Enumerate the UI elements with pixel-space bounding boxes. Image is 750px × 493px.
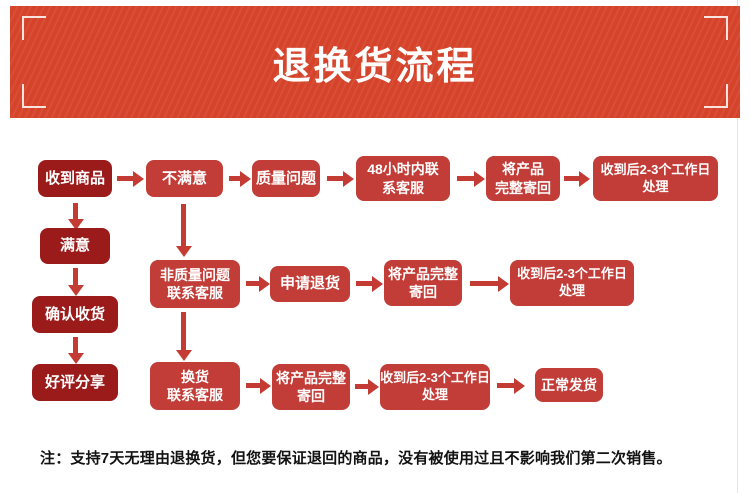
arrow-right-icon: [327, 176, 343, 181]
corner-bracket-top-right-icon: [704, 16, 728, 40]
flow-node-non-quality-contact-service: 非质量问题 联系客服: [150, 260, 240, 308]
corner-bracket-top-left-icon: [22, 16, 46, 40]
arrow-right-icon: [355, 384, 368, 389]
flow-node-confirm-receipt: 确认收货: [32, 296, 118, 333]
arrow-down-icon: [181, 204, 186, 246]
flow-node-processed-2-3-days: 收到后2-3个工作日 处理: [380, 364, 490, 410]
page-right-divider: [737, 0, 738, 493]
footer-note: 注：支持7天无理由退换货，但您要保证退回的商品，没有被使用过且不影响我们第二次销…: [40, 450, 672, 467]
corner-bracket-bottom-left-icon: [22, 84, 46, 108]
flow-node-contact-service-48h: 48小时内联 系客服: [356, 156, 450, 201]
arrow-right-icon: [246, 281, 259, 286]
flow-node-normal-shipping: 正常发货: [535, 368, 603, 402]
arrow-down-icon: [73, 203, 78, 219]
flow-node-return-product-intact: 将产品 完整寄回: [486, 156, 560, 201]
arrow-right-icon: [229, 176, 240, 181]
arrow-down-icon: [181, 312, 186, 350]
arrow-right-icon: [356, 281, 372, 286]
title-banner: 退换货流程: [10, 6, 740, 118]
flow-node-return-product-intact: 将产品完整 寄回: [272, 364, 350, 410]
arrow-down-icon: [73, 337, 78, 353]
arrow-right-icon: [246, 383, 260, 388]
arrow-right-icon: [564, 176, 579, 181]
flow-node-request-return: 申请退货: [270, 266, 350, 302]
flow-node-quality-issue: 质量问题: [252, 160, 320, 197]
arrow-right-icon: [457, 176, 474, 181]
arrow-right-icon: [470, 281, 498, 286]
arrow-right-icon: [117, 176, 133, 181]
flow-node-processed-2-3-days: 收到后2-3个工作日 处理: [510, 260, 634, 306]
flow-node-satisfied: 满意: [40, 228, 110, 264]
flow-node-return-product-intact: 将产品完整 寄回: [384, 260, 462, 306]
arrow-right-icon: [497, 383, 514, 388]
corner-bracket-bottom-right-icon: [704, 84, 728, 108]
flow-node-processed-2-3-days: 收到后2-3个工作日 处理: [593, 156, 718, 201]
flow-node-positive-review: 好评分享: [32, 364, 118, 401]
flow-node-exchange-contact-service: 换货 联系客服: [150, 362, 240, 410]
arrow-down-icon: [73, 268, 78, 285]
flow-node-received-product: 收到商品: [38, 160, 112, 197]
flow-node-unsatisfied: 不满意: [146, 160, 223, 197]
page-title: 退换货流程: [272, 45, 478, 88]
